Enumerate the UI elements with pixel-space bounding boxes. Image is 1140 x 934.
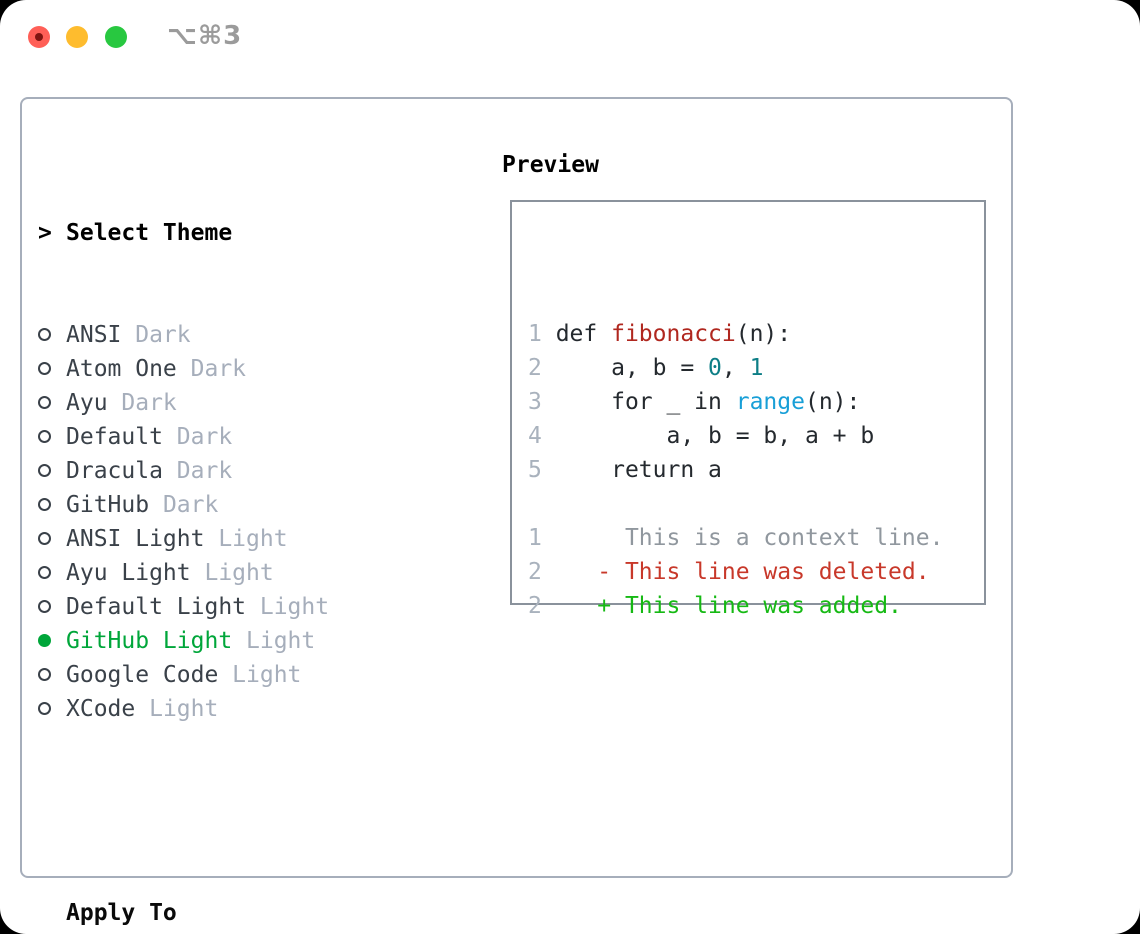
code-block: 1 def fibonacci(n): 2 a, b = 0, 1 3 for _ …	[528, 317, 984, 623]
item-variant-label: Light	[149, 696, 219, 722]
selection-caret-icon: >	[38, 220, 52, 246]
diff-line: 2 - This line was deleted.	[528, 559, 930, 585]
theme-list-item[interactable]: Google Code Light	[38, 658, 426, 692]
preview-title: Preview	[502, 152, 599, 178]
item-variant-label: Dark	[135, 322, 191, 348]
radio-unselected-icon	[38, 396, 51, 409]
code-line: 3 for _ in range(n):	[528, 389, 861, 415]
item-label: GitHub Light	[66, 628, 233, 654]
line-number: 3	[528, 389, 542, 415]
item-label: ANSI Light	[66, 526, 205, 552]
line-number: 4	[528, 423, 542, 449]
unsaved-dot-icon	[35, 33, 43, 41]
radio-unselected-icon	[38, 668, 51, 681]
radio-unselected-icon	[38, 362, 51, 375]
item-label: ANSI	[66, 322, 122, 348]
theme-list-item[interactable]: Dracula Dark	[38, 454, 426, 488]
item-variant-label: Light	[259, 594, 330, 620]
line-number: 2	[528, 355, 542, 381]
radio-selected-icon	[38, 634, 51, 647]
item-variant-label: Dark	[190, 356, 247, 382]
diff-line: 1 This is a context line.	[528, 525, 944, 551]
item-label: Dracula	[66, 458, 163, 484]
line-number: 1	[528, 321, 542, 347]
item-variant-label: Dark	[121, 390, 177, 416]
diff-line: 2 + This line was added.	[528, 593, 902, 619]
spacer	[38, 794, 426, 828]
line-number: 2	[528, 593, 542, 619]
titlebar: ⌥⌘3	[0, 0, 1140, 75]
radio-unselected-icon	[38, 532, 51, 545]
item-label: GitHub	[66, 492, 150, 518]
theme-list-item[interactable]: XCode Light	[38, 692, 426, 726]
line-number: 1	[528, 525, 542, 551]
radio-unselected-icon	[38, 566, 51, 579]
spacer	[528, 487, 984, 521]
item-label: Ayu Light	[66, 560, 191, 586]
code-line: 4 a, b = b, a + b	[528, 423, 875, 449]
item-variant-label: Light	[232, 662, 302, 688]
item-variant-label: Dark	[176, 424, 233, 450]
radio-unselected-icon	[38, 600, 51, 613]
theme-list-item[interactable]: GitHub Light Light	[38, 624, 426, 658]
theme-list-item[interactable]: GitHub Dark	[38, 488, 426, 522]
theme-list-item[interactable]: Atom One Dark	[38, 352, 426, 386]
radio-unselected-icon	[38, 498, 51, 511]
window-title: ⌥⌘3	[167, 21, 243, 51]
radio-unselected-icon	[38, 328, 51, 341]
item-label: Atom One	[66, 356, 177, 382]
line-number: 2	[528, 559, 542, 585]
theme-list-item[interactable]: Ayu Light Light	[38, 556, 426, 590]
radio-unselected-icon	[38, 702, 51, 715]
radio-unselected-icon	[38, 464, 51, 477]
item-label: Ayu	[66, 390, 108, 416]
apply-to-header: Apply To	[66, 900, 177, 926]
theme-list-item[interactable]: Ayu Dark	[38, 386, 426, 420]
item-label: XCode	[66, 696, 136, 722]
theme-list-item[interactable]: Default Dark	[38, 420, 426, 454]
code-line: 2 a, b = 0, 1	[528, 355, 764, 381]
item-label: Default Light	[66, 594, 247, 620]
code-line: 1 def fibonacci(n):	[528, 321, 792, 347]
item-label: Google Code	[66, 662, 219, 688]
item-label: Default	[66, 424, 163, 450]
minimize-button[interactable]	[66, 26, 88, 48]
zoom-button[interactable]	[105, 26, 127, 48]
item-variant-label: Dark	[176, 458, 233, 484]
line-number: 5	[528, 457, 542, 483]
code-line: 5 return a	[528, 457, 722, 483]
preview-box: 1 def fibonacci(n): 2 a, b = 0, 1 3 for _ …	[510, 200, 986, 619]
theme-list-header: >Select Theme	[38, 216, 426, 250]
theme-list-item[interactable]: ANSI Light Light	[38, 522, 426, 556]
item-variant-label: Light	[218, 526, 288, 552]
radio-unselected-icon	[38, 430, 51, 443]
item-variant-label: Light	[246, 628, 316, 654]
item-variant-label: Light	[204, 560, 274, 586]
theme-list-item[interactable]: Default Light Light	[38, 590, 426, 624]
close-button[interactable]	[28, 26, 50, 48]
item-variant-label: Dark	[162, 492, 219, 518]
theme-list-item[interactable]: ANSI Dark	[38, 318, 426, 352]
